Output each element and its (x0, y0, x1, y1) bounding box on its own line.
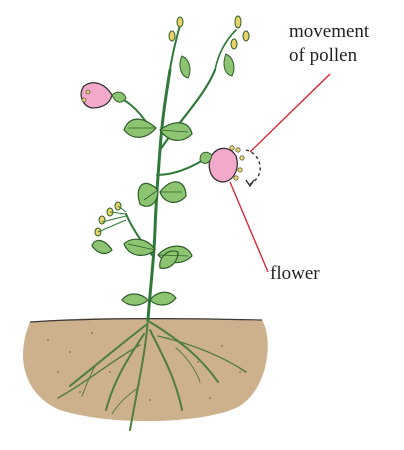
pollen-movement-arrow (246, 150, 260, 186)
soil (23, 318, 268, 421)
pollen-label-line2: of pollen (289, 44, 369, 68)
pollen-label-line1: movement (289, 20, 369, 44)
flower-right (200, 146, 244, 182)
flower-leader-line (230, 182, 268, 272)
flower-label: flower (270, 262, 320, 286)
pollen-movement-label: movement of pollen (289, 20, 369, 68)
pollen-leader-line (250, 74, 330, 152)
leader-lines (230, 74, 330, 272)
flower-left (81, 83, 126, 108)
